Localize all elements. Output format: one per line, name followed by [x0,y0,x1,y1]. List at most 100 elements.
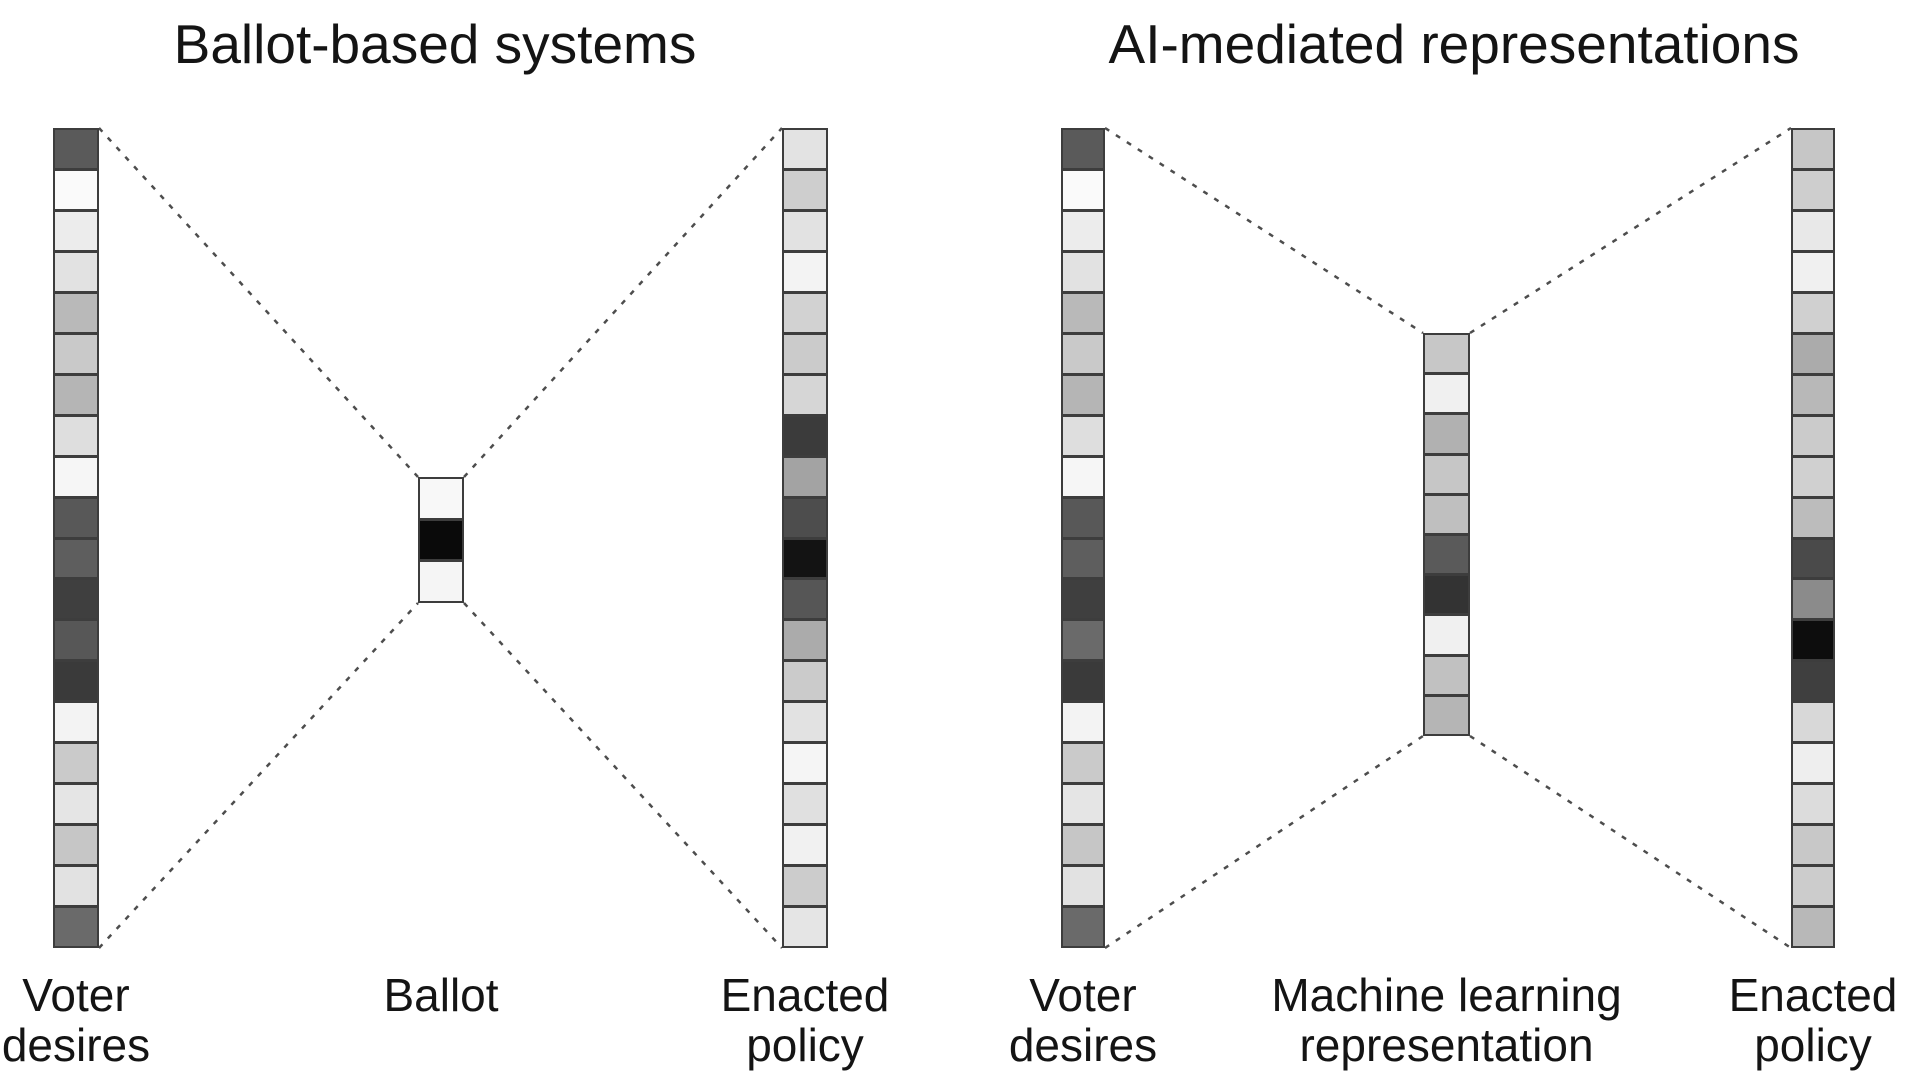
vector-cell [1793,130,1833,168]
vector-cell [1063,416,1103,455]
left-enacted-policy-vector [782,128,828,948]
vector-cell [1793,416,1833,455]
vector-cell [784,457,826,496]
vector-cell [1793,662,1833,701]
vector-cell [784,211,826,250]
vector-cell [1063,211,1103,250]
vector-cell [55,375,97,414]
vector-cell [55,211,97,250]
vector-cell [1063,744,1103,783]
vector-cell [1793,744,1833,783]
vector-cell [55,662,97,701]
vector-cell [1793,785,1833,824]
vector-cell [1063,621,1103,660]
vector-cell [1793,826,1833,865]
vector-cell [784,293,826,332]
vector-cell [784,908,826,947]
vector-cell [1793,867,1833,906]
machine-learning-representation-vector [1423,333,1470,736]
vector-cell [55,416,97,455]
right-voter-desires-label: Voter desires [1008,969,1158,1071]
vector-cell [784,703,826,742]
vector-cell [55,867,97,906]
right-enacted-policy-vector [1791,128,1835,948]
vector-cell [55,170,97,209]
dotted-connector-line [98,127,419,478]
vector-cell [55,703,97,742]
vector-cell [55,498,97,537]
dotted-connector-line [1469,126,1792,335]
vector-cell [784,744,826,783]
vector-cell [55,334,97,373]
vector-cell [784,826,826,865]
vector-cell [1793,498,1833,537]
vector-cell [55,457,97,496]
vector-cell [1063,539,1103,578]
vector-cell [420,479,462,518]
right-voter-desires-vector [1061,128,1105,948]
vector-cell [784,498,826,537]
vector-cell [1425,616,1468,654]
vector-cell [55,130,97,168]
vector-cell [1063,662,1103,701]
vector-cell [1063,785,1103,824]
vector-cell [1063,457,1103,496]
vector-cell [55,744,97,783]
vector-cell [55,252,97,291]
left-diagram-title: Ballot-based systems [173,13,697,75]
vector-cell [55,621,97,660]
vector-cell [55,580,97,619]
left-voter-desires-vector [53,128,99,948]
vector-cell [784,416,826,455]
vector-cell [784,130,826,168]
left-voter-desires-label: Voter desires [1,969,151,1071]
vector-cell [420,520,462,560]
vector-cell [55,293,97,332]
vector-cell [1793,252,1833,291]
vector-cell [1793,293,1833,332]
machine-learning-representation-label: Machine learning representation [1271,969,1622,1071]
vector-cell [784,375,826,414]
vector-cell [1063,293,1103,332]
left-enacted-policy-label: Enacted policy [720,969,890,1071]
vector-cell [1425,335,1468,373]
vector-cell [1425,536,1468,574]
ballot-vector [418,477,464,603]
vector-cell [1063,170,1103,209]
vector-cell [784,170,826,209]
dotted-connector-line [1104,734,1424,950]
vector-cell [784,539,826,578]
vector-cell [784,252,826,291]
dotted-connector-line [463,127,783,478]
vector-cell [1793,539,1833,578]
vector-cell [784,334,826,373]
vector-cell [1063,580,1103,619]
vector-cell [784,785,826,824]
vector-cell [1793,211,1833,250]
vector-cell [1063,130,1103,168]
dotted-connector-line [98,602,419,949]
vector-cell [1425,415,1468,453]
right-diagram-title: AI-mediated representations [1108,13,1800,75]
vector-cell [55,826,97,865]
dotted-connector-line [463,602,783,949]
ballot-label: Ballot [383,969,499,1021]
vector-cell [784,867,826,906]
vector-cell [784,621,826,660]
vector-cell [420,562,462,602]
vector-cell [1063,908,1103,947]
dotted-connector-line [1104,126,1424,335]
vector-cell [1063,867,1103,906]
vector-cell [784,662,826,701]
vector-cell [1425,455,1468,493]
vector-cell [55,785,97,824]
vector-cell [1793,457,1833,496]
vector-cell [1793,334,1833,373]
vector-cell [1063,252,1103,291]
vector-cell [1425,375,1468,413]
vector-cell [1793,375,1833,414]
vector-cell [1425,495,1468,534]
vector-cell [1063,826,1103,865]
